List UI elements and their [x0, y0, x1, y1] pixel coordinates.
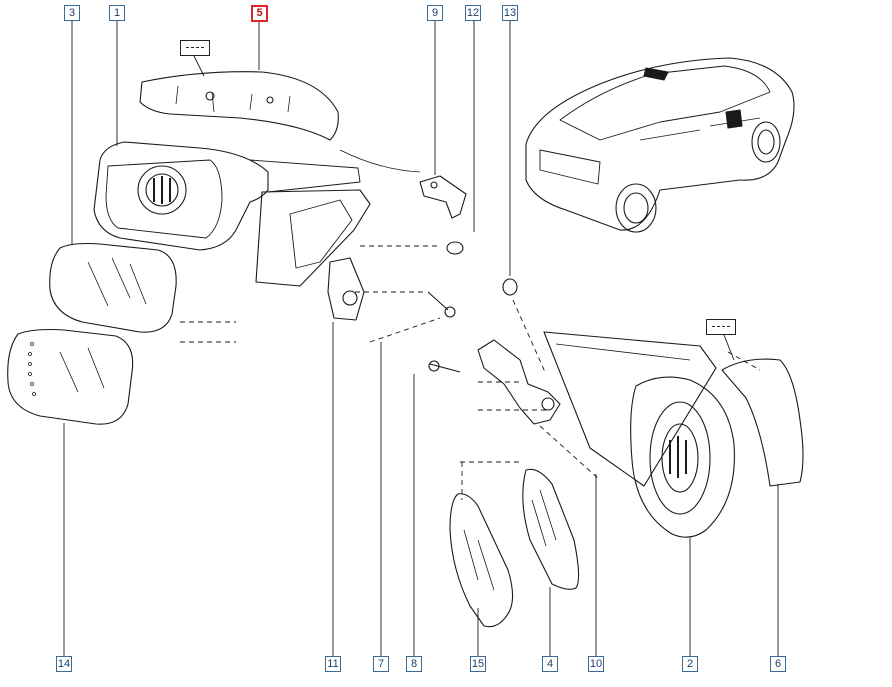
part-7-screw — [427, 291, 456, 318]
note-box — [706, 319, 736, 335]
callout-15: 15 — [470, 656, 486, 672]
callout-9: 9 — [427, 5, 443, 21]
car-illustration — [525, 57, 795, 233]
callout-2: 2 — [682, 656, 698, 672]
callout-6: 6 — [770, 656, 786, 672]
callout-12: 12 — [465, 5, 481, 21]
note-box — [180, 40, 210, 56]
callout-4: 4 — [542, 656, 558, 672]
callout-1: 1 — [109, 5, 125, 21]
part-6-cover — [721, 358, 804, 487]
part-10-bracket-arm — [477, 331, 717, 487]
part-14-mirror-glass — [7, 328, 134, 425]
assembly-guides — [180, 245, 761, 500]
callout-3: 3 — [64, 5, 80, 21]
part-2-housing — [630, 376, 735, 538]
part-3-mirror-glass — [49, 242, 177, 333]
part-12-grommet — [446, 241, 464, 255]
part-15-glass — [449, 493, 514, 628]
callout-7: 7 — [373, 656, 389, 672]
callout-13: 13 — [502, 5, 518, 21]
part-5-mirror-cover — [139, 71, 339, 141]
part-13-clip — [502, 278, 518, 296]
callout-8: 8 — [406, 656, 422, 672]
part-11-motor-bracket — [255, 189, 371, 321]
part-1-mirror-housing — [93, 141, 421, 251]
callout-14: 14 — [56, 656, 72, 672]
part-8-screw — [428, 360, 461, 373]
callout-5: 5 — [251, 5, 268, 22]
leader-lines — [63, 20, 779, 656]
part-4-glass — [522, 468, 580, 590]
part-9-connector — [419, 175, 467, 219]
callout-11: 11 — [325, 656, 341, 672]
callout-10: 10 — [588, 656, 604, 672]
